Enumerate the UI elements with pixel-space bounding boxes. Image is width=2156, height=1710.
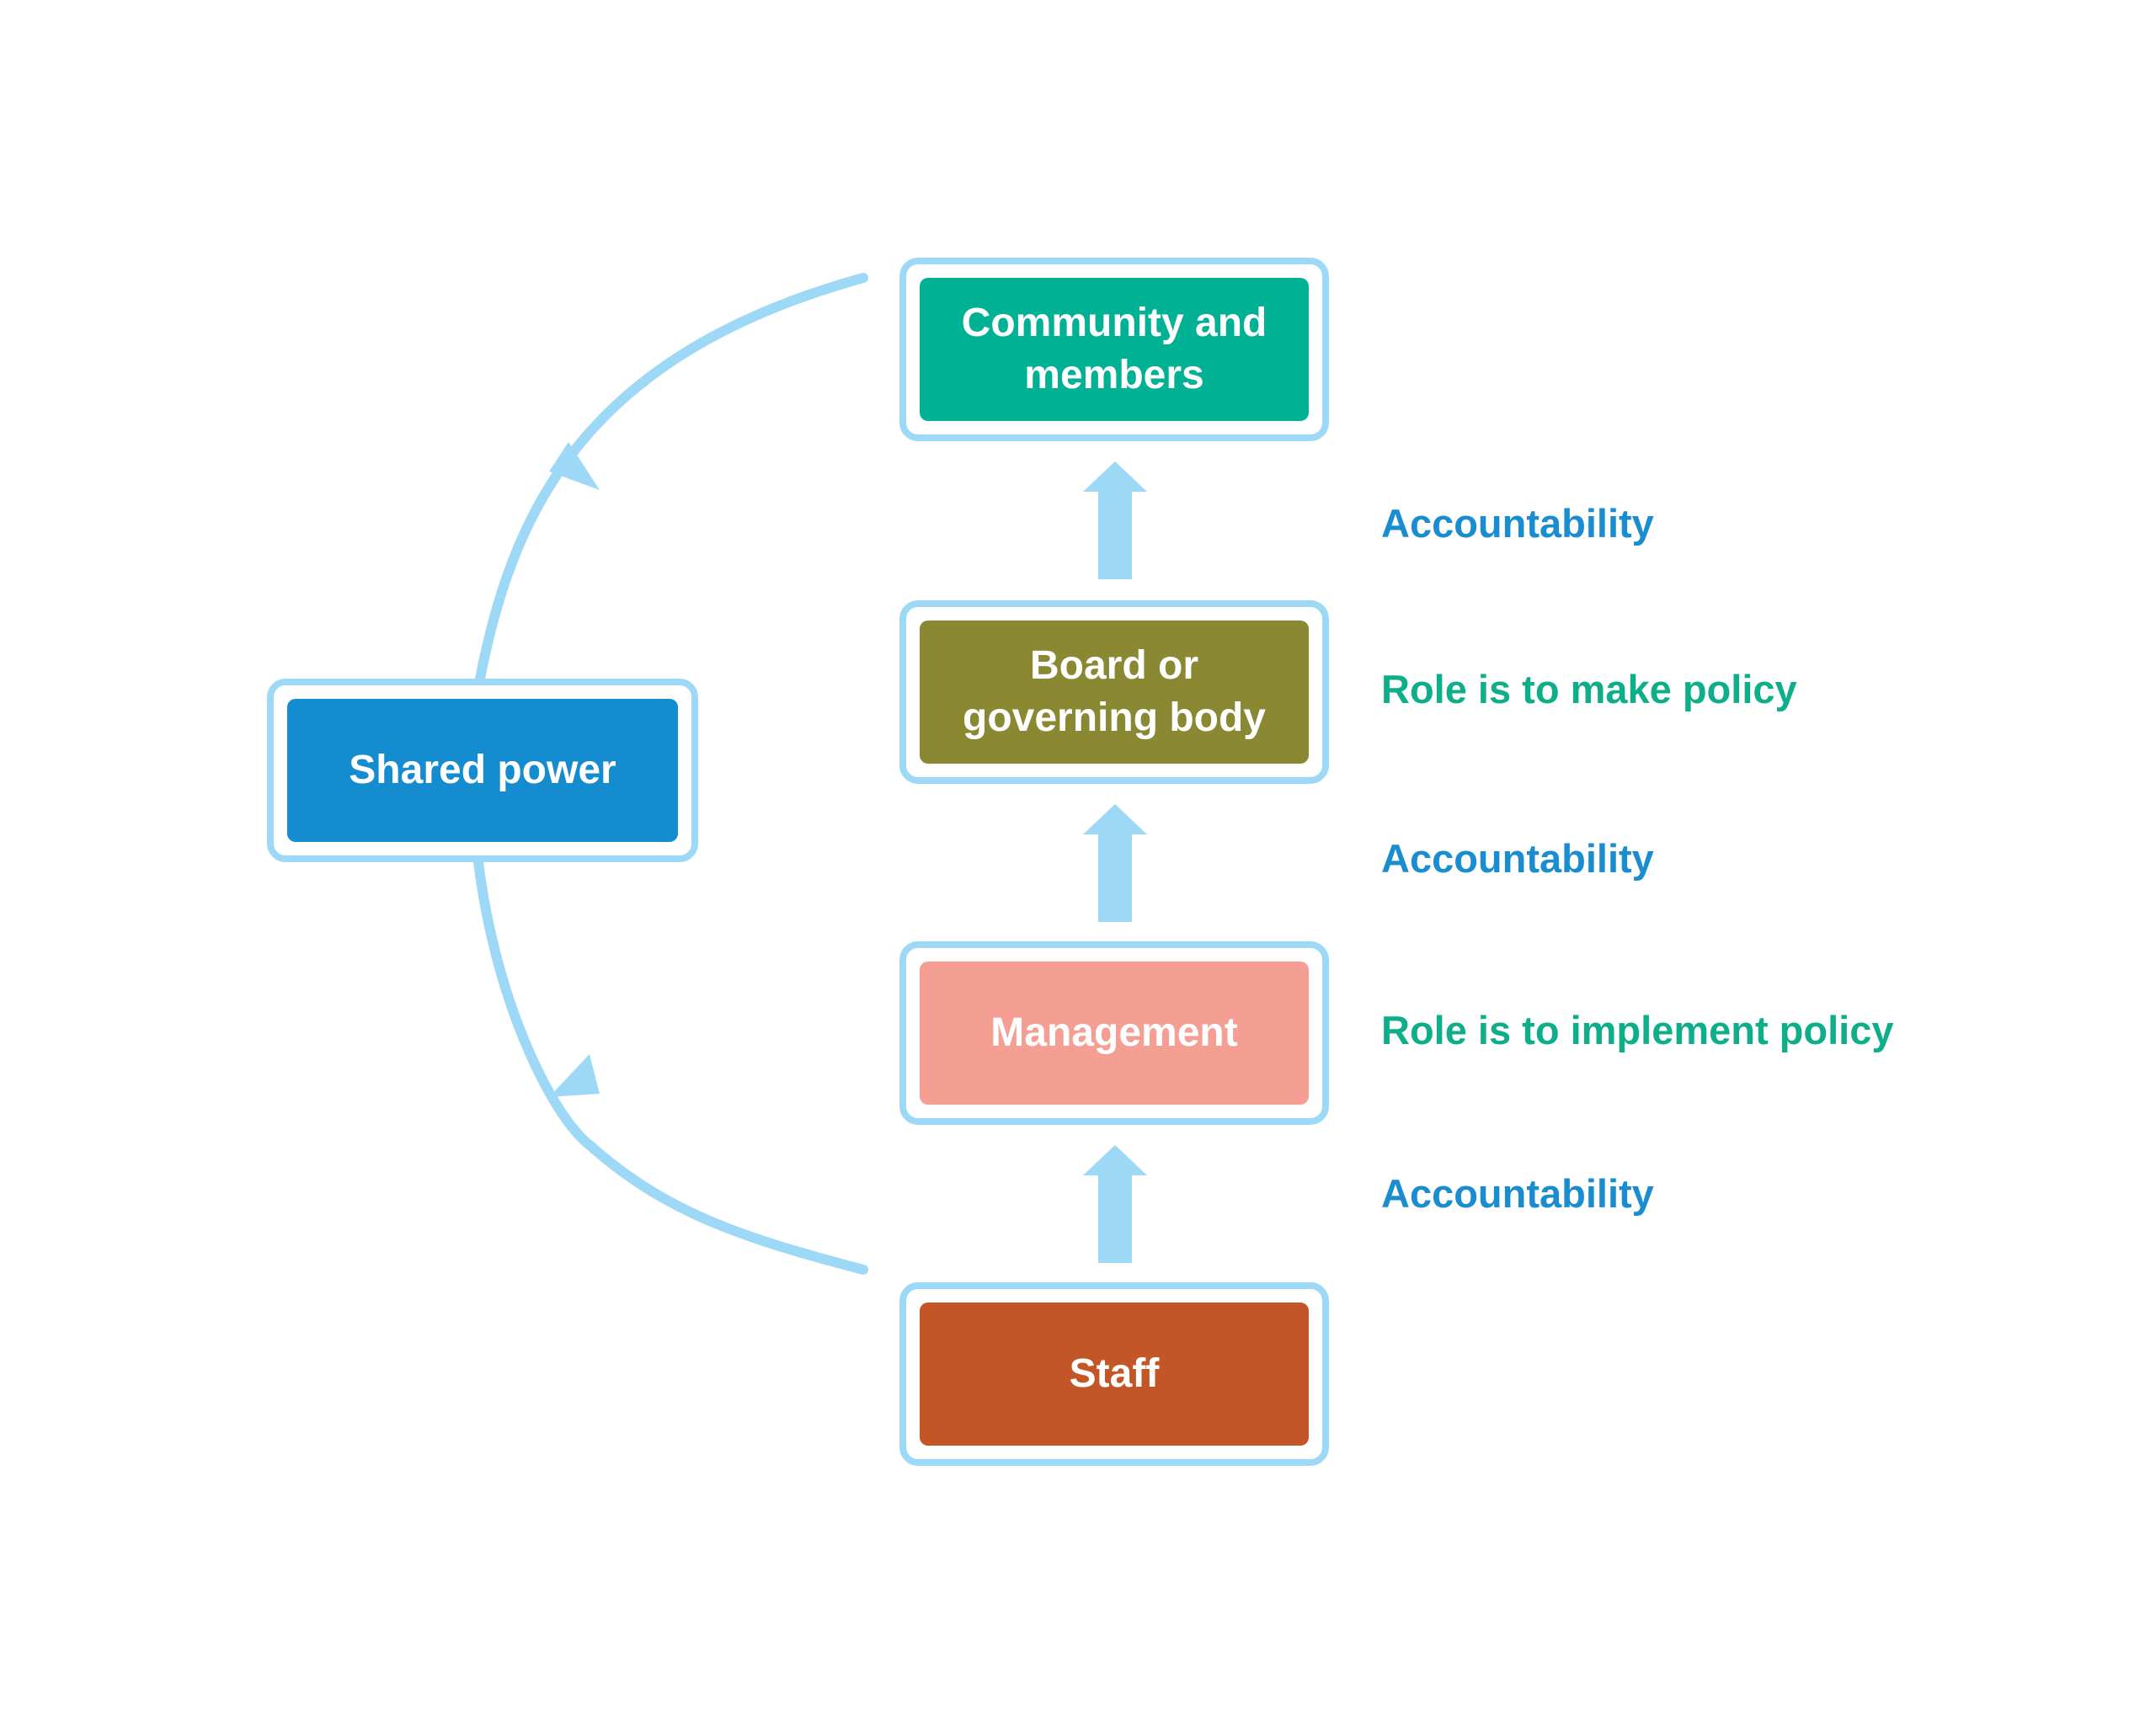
up-arrow-icon xyxy=(1083,804,1147,922)
curved-arrow-icon xyxy=(473,857,868,1275)
community-box: Community and members xyxy=(899,258,1329,441)
management-box-label: Management xyxy=(920,962,1309,1105)
curved-arrow-head-icon xyxy=(549,1054,600,1097)
accountability-label: Accountability xyxy=(1381,1171,1654,1216)
staff-box-label: Staff xyxy=(920,1302,1309,1446)
board-box-label: Board or governing body xyxy=(920,621,1309,764)
accountability-label: Accountability xyxy=(1381,501,1654,546)
management-box: Management xyxy=(899,941,1329,1125)
shared-power-box-label: Shared power xyxy=(287,699,678,842)
up-arrow-icon xyxy=(1083,461,1147,579)
board-role-label: Role is to make policy xyxy=(1381,667,1797,711)
curved-arrow-icon xyxy=(475,273,868,684)
staff-box: Staff xyxy=(899,1282,1329,1466)
up-arrow-icon xyxy=(1083,1145,1147,1263)
board-box: Board or governing body xyxy=(899,600,1329,784)
curved-arrow-head-icon xyxy=(549,442,600,490)
accountability-label: Accountability xyxy=(1381,836,1654,881)
community-box-label: Community and members xyxy=(920,278,1309,421)
shared-power-box: Shared power xyxy=(267,679,698,862)
management-role-label: Role is to implement policy xyxy=(1381,1008,1894,1052)
